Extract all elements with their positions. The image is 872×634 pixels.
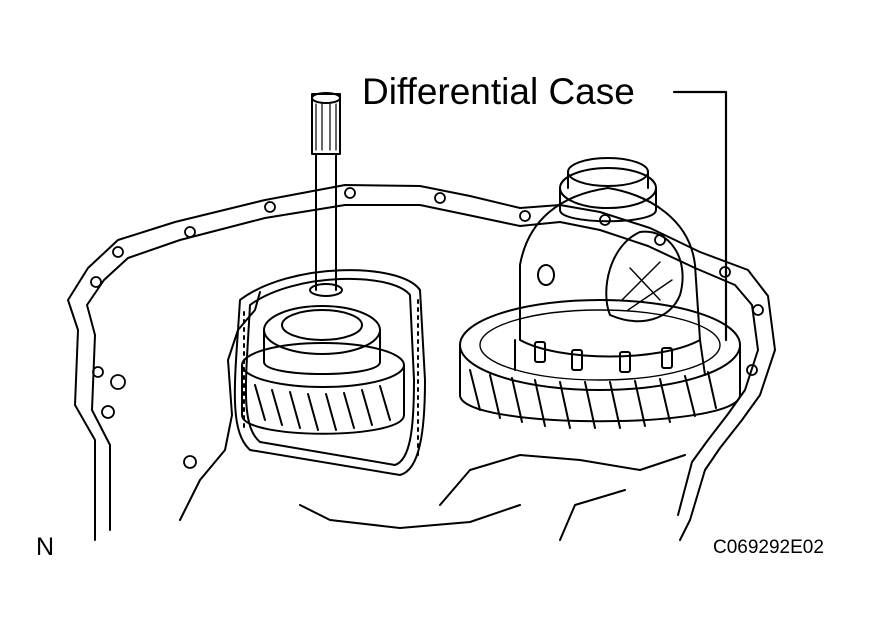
differential-case xyxy=(514,157,706,376)
case-bolts xyxy=(90,187,764,469)
callout-label-differential-case: Differential Case xyxy=(362,71,635,112)
drive-gear xyxy=(241,305,405,435)
drive-chain xyxy=(233,269,426,476)
figure-id: C069292E02 xyxy=(713,537,824,558)
ring-gear xyxy=(459,299,741,429)
view-letter: N xyxy=(36,533,55,561)
callout-leader-line xyxy=(672,90,728,342)
input-shaft xyxy=(309,92,343,297)
transaxle-case xyxy=(67,184,776,541)
